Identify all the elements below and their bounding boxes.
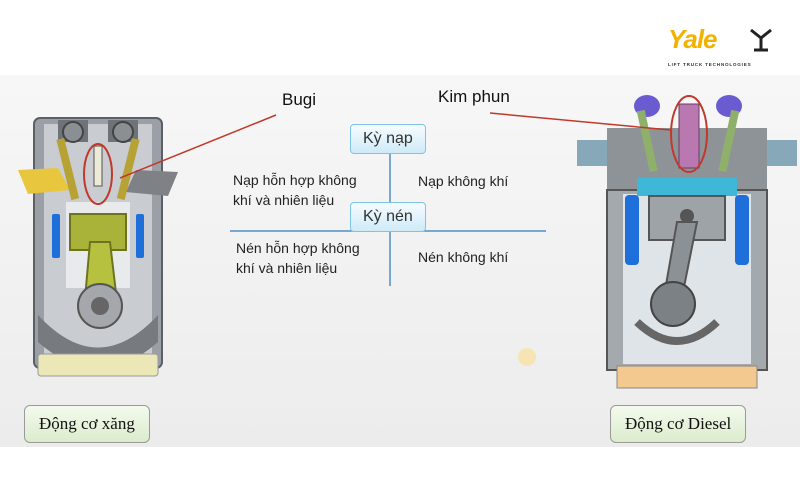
compression-petrol-cell: Nén hỗn hợp không khí và nhiên liệu [236, 238, 360, 278]
spark-plug-pointer [119, 114, 277, 179]
petrol-engine-label: Động cơ xăng [24, 405, 150, 443]
compression-petrol-line-1: Nén hỗn hợp không [236, 240, 360, 256]
injector-pointer [489, 112, 671, 131]
compression-stroke-title: Kỳ nén [350, 202, 426, 232]
pointer-highlight [518, 348, 536, 366]
yale-symbol-icon [750, 28, 772, 52]
petrol-engine-illustration [18, 117, 178, 377]
injector-callout: Kim phun [438, 87, 510, 106]
brand-tagline: LIFT TRUCK TECHNOLOGIES [668, 62, 752, 67]
intake-diesel-cell: Nạp không khí [418, 173, 509, 189]
compression-petrol-line-2: khí và nhiên liệu [236, 260, 338, 276]
spark-plug-callout: Bugi [282, 90, 317, 109]
intake-petrol-line-2: khí và nhiên liệu [233, 192, 335, 208]
diesel-engine-illustration [577, 95, 797, 389]
diesel-engine-label: Động cơ Diesel [610, 405, 747, 443]
intake-stroke-title: Kỳ nạp [350, 124, 426, 154]
intake-petrol-cell: Nạp hỗn hợp không khí và nhiên liệu [233, 170, 357, 210]
compression-diesel-cell: Nén không khí [418, 249, 509, 265]
brand-wordmark: Yale [668, 24, 718, 54]
intake-petrol-line-1: Nạp hỗn hợp không [233, 172, 357, 188]
yale-logo: Yale LIFT TRUCK TECHNOLOGIES [668, 24, 778, 72]
